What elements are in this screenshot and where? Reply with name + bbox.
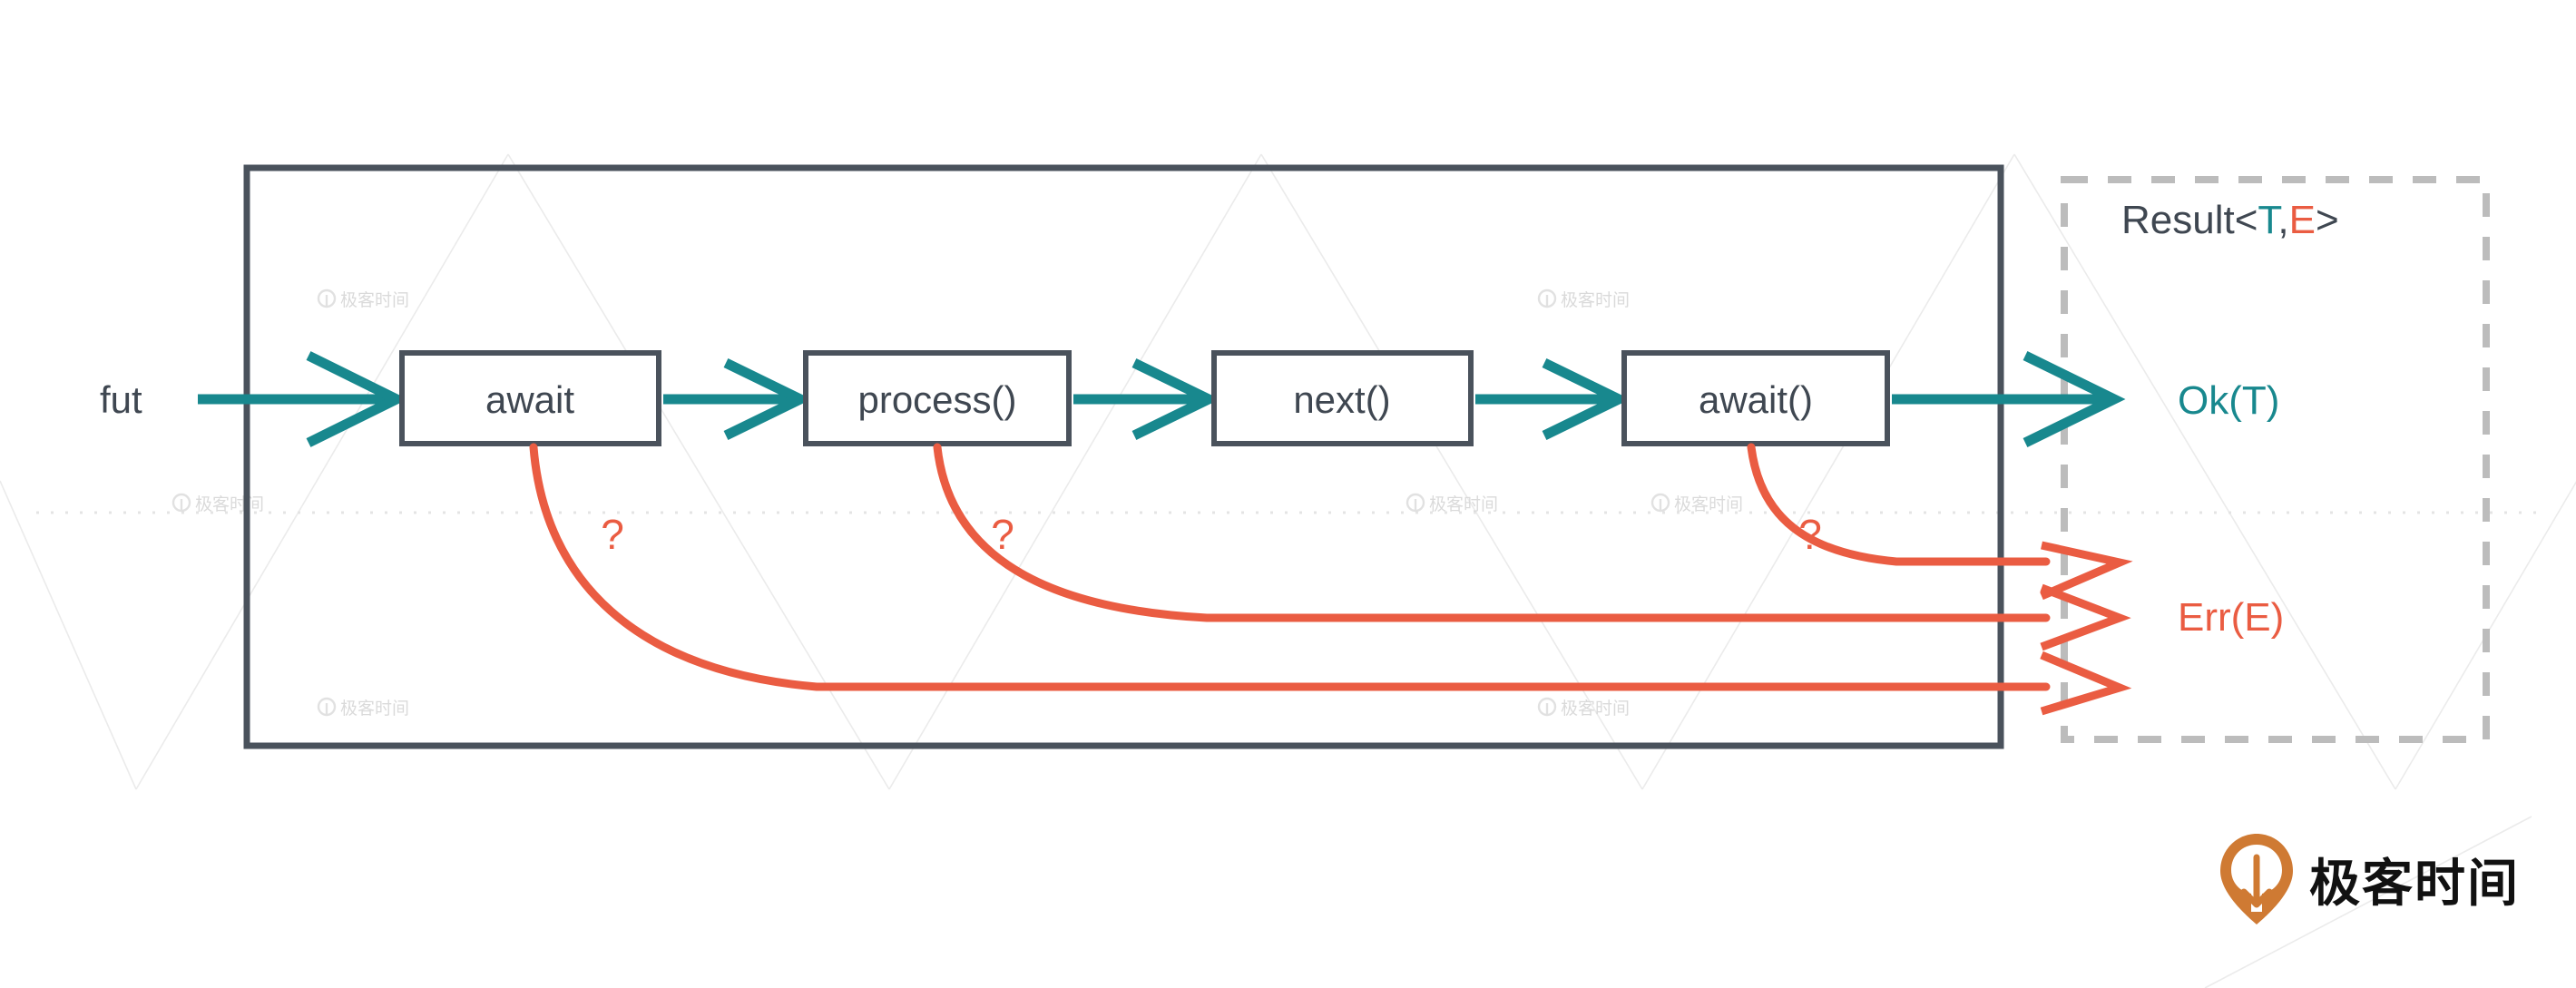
arrow-head-await-to-process: [723, 358, 812, 440]
watermark-marks: 极客时间 极客时间 极客时间 极客时间 极客时间: [171, 289, 1743, 719]
question-mark-await: ?: [601, 511, 624, 558]
flow-arrows: [198, 351, 2126, 447]
err-arrow-head-top: [2040, 541, 2133, 601]
pipeline-nodes: await process() next() await(): [399, 350, 1890, 446]
result-title-comma: ,: [2277, 198, 2288, 242]
watermark-text: 极客时间: [1561, 699, 1630, 719]
watermark-text: 极客时间: [1429, 494, 1498, 514]
arrow-head-next-to-await2: [1542, 358, 1631, 440]
arrow-head-fut-to-await: [306, 351, 408, 447]
node-next: next(): [1211, 350, 1474, 446]
err-variant-label: Err(E): [2178, 595, 2284, 640]
watermark-lines: [0, 153, 2576, 988]
result-title-e: E: [2289, 198, 2316, 242]
ok-variant-label: Ok(T): [2178, 378, 2279, 423]
brand-name: 极客时间: [2309, 856, 2520, 913]
node-await2: await(): [1621, 350, 1890, 446]
result-title-suffix: >: [2316, 198, 2339, 242]
error-curve-await2: [1747, 443, 2051, 566]
svg-text:Result<T,E>: Result<T,E>: [2121, 198, 2339, 242]
watermark-text: 极客时间: [195, 494, 264, 514]
watermark-text: 极客时间: [340, 290, 409, 310]
watermark-text: 极客时间: [1674, 494, 1743, 514]
error-arrowheads: [2040, 541, 2133, 716]
question-mark-await2: ?: [1798, 511, 1822, 558]
node-process-box[interactable]: [803, 350, 1072, 446]
pipeline-container: [243, 164, 2004, 749]
arrow-head-process-to-next: [1131, 358, 1220, 440]
node-next-box[interactable]: [1211, 350, 1474, 446]
result-container: [2061, 176, 2490, 743]
node-await-label: await: [485, 378, 574, 421]
question-mark-process: ?: [991, 511, 1014, 558]
node-process: process(): [803, 350, 1072, 446]
err-arrow-head-middle: [2040, 583, 2131, 651]
node-await-box[interactable]: [399, 350, 661, 446]
brand-logo: 极客时间: [2220, 834, 2520, 924]
result-title-prefix: Result<: [2121, 198, 2258, 242]
result-title: Result<T,E>: [2121, 198, 2339, 242]
node-await: await: [399, 350, 661, 446]
error-curve-await: [529, 443, 2051, 691]
node-await2-label: await(): [1699, 378, 1813, 421]
node-await2-box[interactable]: [1621, 350, 1890, 446]
result-title-t: T: [2258, 198, 2281, 242]
watermark-text: 极客时间: [340, 699, 409, 719]
error-curve-process: [933, 443, 2051, 622]
question-marks: ? ? ?: [601, 511, 1822, 558]
node-next-label: next(): [1293, 378, 1390, 421]
watermark-text: 极客时间: [1561, 290, 1630, 310]
input-label: fut: [100, 378, 142, 421]
node-process-label: process(): [857, 378, 1016, 421]
geektime-pin-logo: [2220, 834, 2293, 924]
err-arrow-head-bottom: [2040, 651, 2132, 716]
arrow-head-await2-to-ok: [2023, 351, 2126, 447]
error-curves: [529, 443, 2051, 691]
